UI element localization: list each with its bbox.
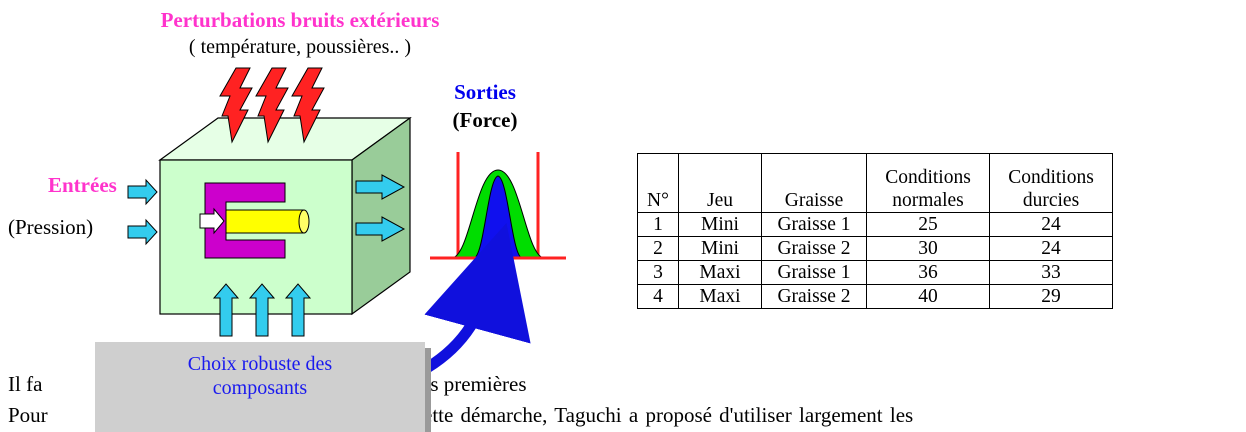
table-row: 1 Mini Graisse 1 25 24 <box>637 212 1113 237</box>
bottom-arrow-2 <box>248 283 276 337</box>
header-conditions-durcies: Conditions durcies <box>989 153 1113 213</box>
cell-graisse: Graisse 1 <box>761 212 867 237</box>
lightning-bolt-2 <box>255 67 289 144</box>
header-conditions-normales: Conditions normales <box>866 153 990 213</box>
outputs-title: Sorties <box>454 80 516 104</box>
lightning-bolt-3 <box>291 67 325 144</box>
table-row: 3 Maxi Graisse 1 36 33 <box>637 260 1113 285</box>
cell-normales: 40 <box>866 284 990 309</box>
results-table: N° Jeu Graisse Conditions normales Condi… <box>637 153 1113 309</box>
cell-normales: 30 <box>866 236 990 261</box>
callout-line1: Choix robuste des <box>187 353 333 375</box>
inputs-title: Entrées <box>48 173 117 197</box>
table-row: 2 Mini Graisse 2 30 24 <box>637 236 1113 261</box>
input-arrows <box>127 178 158 246</box>
cell-graisse: Graisse 2 <box>761 236 867 261</box>
header-graisse: Graisse <box>761 153 867 213</box>
outputs-detail: (Force) <box>452 108 518 132</box>
cell-durcies: 33 <box>989 260 1113 285</box>
process-diagram <box>127 67 566 377</box>
cell-durcies: 24 <box>989 212 1113 237</box>
cylinder-body <box>204 182 286 259</box>
header-number: N° <box>637 153 679 213</box>
output-arrow-1 <box>355 174 406 200</box>
lightning-bolt-1 <box>219 67 253 144</box>
perturbations-detail: ( température, poussières.. ) <box>188 36 412 58</box>
callout-text: Choix robuste des composants <box>95 352 425 400</box>
cell-normales: 25 <box>866 212 990 237</box>
cell-durcies: 24 <box>989 236 1113 261</box>
paragraph-line2-end: ette démarche, Taguchi a proposé d'utili… <box>423 403 914 427</box>
lightning-bolts <box>219 67 325 144</box>
cell-normales: 36 <box>866 260 990 285</box>
bottom-arrow-1 <box>212 283 240 337</box>
cell-graisse: Graisse 1 <box>761 260 867 285</box>
cell-jeu: Mini <box>678 236 762 261</box>
paragraph-line2-start: Pour <box>8 403 48 427</box>
cell-number: 2 <box>637 236 679 261</box>
output-distribution <box>430 152 566 260</box>
cell-jeu: Mini <box>678 212 762 237</box>
cell-jeu: Maxi <box>678 260 762 285</box>
cylinder-assembly <box>199 182 310 259</box>
perturbations-title: Perturbations bruits extérieurs <box>160 8 440 32</box>
cell-graisse: Graisse 2 <box>761 284 867 309</box>
input-arrow-1 <box>127 178 158 206</box>
cell-number: 3 <box>637 260 679 285</box>
cell-durcies: 29 <box>989 284 1113 309</box>
paragraph-line1-end: es premières <box>421 372 527 396</box>
bottom-arrow-3 <box>284 283 312 337</box>
header-jeu: Jeu <box>678 153 762 213</box>
bottom-arrows <box>212 283 312 337</box>
pressure-arrow-inner <box>199 207 225 235</box>
table-row: 4 Maxi Graisse 2 40 29 <box>637 284 1113 309</box>
input-arrow-2 <box>127 218 158 246</box>
piston-end <box>298 209 310 234</box>
table-header-row: N° Jeu Graisse Conditions normales Condi… <box>637 153 1113 213</box>
callout-line2: composants <box>212 377 308 399</box>
output-arrows <box>355 174 406 242</box>
piston-rod <box>225 209 305 234</box>
cell-number: 1 <box>637 212 679 237</box>
inputs-detail: (Pression) <box>8 215 94 239</box>
output-arrow-2 <box>355 216 406 242</box>
cell-jeu: Maxi <box>678 284 762 309</box>
cell-number: 4 <box>637 284 679 309</box>
robust-choice-callout <box>95 342 425 432</box>
paragraph-line1-start: Il fa <box>8 372 43 396</box>
curved-feedback-arrow <box>417 222 531 377</box>
